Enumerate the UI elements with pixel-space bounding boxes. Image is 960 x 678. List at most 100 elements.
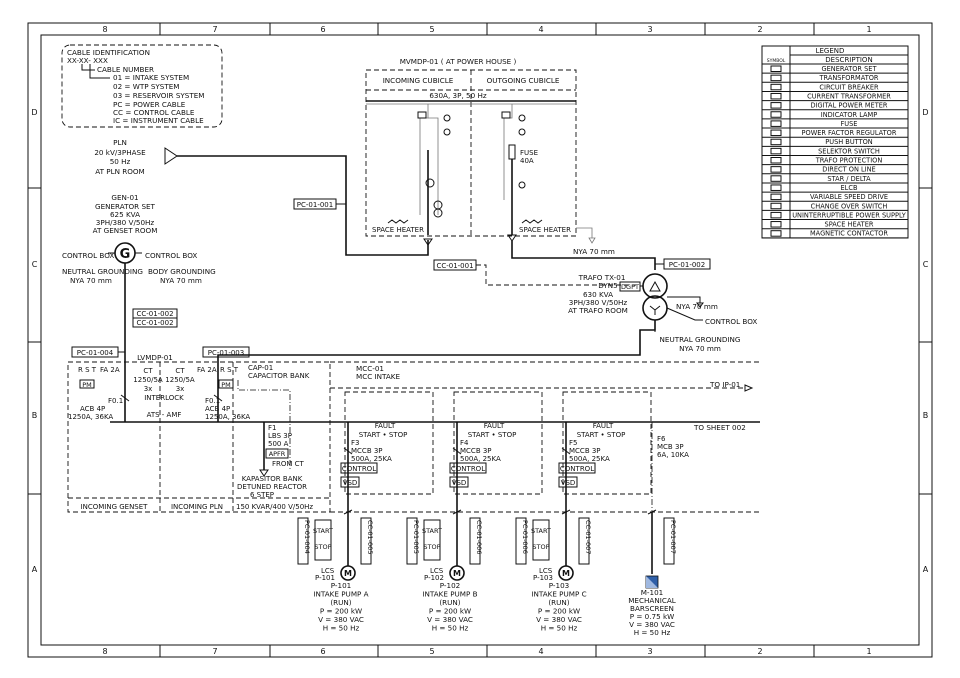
legend-title: LEGEND [816,47,845,55]
cable-id-title: CABLE IDENTIFICATION [67,48,150,57]
acb-1-type: ACB 4P [80,405,105,413]
mvmdp-panel: MVMDP-01 ( AT POWER HOUSE ) INCOMING CUB… [365,57,656,270]
gen-location: AT GENSET ROOM [93,226,158,235]
trafo-control-box: CONTROL BOX [705,317,757,326]
ups-icon [770,211,782,219]
mccb-id: F5 [569,439,577,447]
fault-lamp-label: FAULT [593,422,614,430]
legend-item-14: ELCB [841,184,858,192]
lcs-panel [532,519,550,561]
neutral-grounding: NEUTRAL GROUNDING [62,267,143,276]
grid-col-top-5: 5 [429,25,434,34]
pln-frequency: 50 Hz [110,157,131,166]
mcb-type: MCB 3P [657,443,684,451]
legend: LEGEND SYMBOL DESCRIPTION GENERATOR SETT… [761,45,909,239]
grid-col-bottom-5: 5 [429,647,434,656]
barscreen-feeder: F6 MCB 3P 6A, 10KA PC-01-007 M-101 MECHA… [628,422,689,637]
grid-col-top-3: 3 [647,25,652,34]
selector-icon [770,147,782,155]
cable-tag-control: CC-01-006 [475,520,483,554]
ct-icon [770,92,782,100]
contactor-icon [770,230,782,237]
lcs-start: START [422,527,442,535]
pump-info-5: H = 50 Hz [432,624,469,633]
ct-2-ratio: 1250/5A [165,376,195,384]
cable-tag-cc-01-002-a: CC-01-002 [136,310,173,318]
trafo-location: AT TRAFO ROOM [568,306,628,315]
lbs-type: LBS 3P [268,432,292,440]
cable-tag-pc-01-001: PC-01-001 [297,201,333,209]
lcs-stop: STOP [532,543,549,551]
grid-col-top-6: 6 [320,25,325,34]
lcs-id: P-101 [315,574,335,582]
generator-symbol: G [120,247,131,262]
mv-bus-rating: 630A, 3P, 50 Hz [429,91,487,100]
pump-info-5: H = 50 Hz [323,624,360,633]
cap-desc: CAPACITOR BANK [248,372,310,380]
cable-tag-pc-01-003: PC-01-003 [208,349,244,357]
grid-col-top-4: 4 [538,25,543,34]
pump-info-1: INTAKE PUMP C [531,590,586,599]
barscreen-frequency: H = 50 Hz [634,628,671,637]
power-meter-1: PM [82,381,92,389]
trafo-id: TRAFO TX-01 [578,273,626,282]
grid-row-left-A: A [32,565,38,574]
acb-1-icon [120,394,130,402]
meter-icon [770,102,782,109]
elcb-icon [770,184,782,191]
incoming-genset: INCOMING GENSET [81,503,149,511]
grid-row-right-B: B [923,411,929,420]
pln-voltage: 20 kV/3PHASE [94,148,146,157]
incoming-cubicle: INCOMING CUBICLE [383,76,454,85]
legend-item-11: TRAFO PROTECTION [815,157,883,165]
lbs-id: F1 [268,424,276,432]
legend-item-13: STAR / DELTA [827,175,871,183]
ct-2-qty: 3x [176,385,185,393]
capacitor-rating: 150 KVAR/400 V/50Hz [236,503,313,511]
pump-info-0: P-103 [549,581,570,590]
cable-code-4: PC = POWER CABLE [113,100,186,109]
legend-item-7: FUSE [841,120,858,128]
mv-fuse-rating: 40A [520,157,534,165]
legend-item-16: CHANGE OVER SWITCH [811,202,888,210]
mccb-id: F4 [460,439,469,447]
pln-title: PLN [113,138,127,147]
acb-2-id: F0.1 [205,397,220,405]
vsd-icon: VSD [561,479,576,487]
apfr: APFR [269,450,286,458]
lcs-panel [423,519,441,561]
grid-row-right-A: A [923,565,929,574]
legend-item-18: SPACE HEATER [825,221,874,229]
lcs-label: LCS [430,567,444,575]
kapasitor-bank: KAPASITOR BANK [242,475,303,483]
legend-col-symbol: SYMBOL [767,58,786,64]
drawing-frame [27,22,933,658]
motor-icon [558,565,574,581]
fuse-aux-2: FA 2A [197,366,217,374]
trafo-kva: 630 KVA [583,290,613,299]
to-ip-01: TO IP-01 [709,380,740,389]
mccb-type: MCCB 3P [460,447,492,455]
ats-amf: ATS - AMF [147,411,182,419]
cable-code-1: 01 = INTAKE SYSTEM [113,73,189,82]
mccb-type: MCCB 3P [351,447,383,455]
lvmdp-title: LVMDP-01 [137,353,173,362]
mccb-icon [343,447,353,455]
capacitor-steps: 6 STEP [250,491,274,499]
space-heater-2: SPACE HEATER [519,226,571,234]
lvmdp-panel: LVMDP-01 R S T FA 2A FA 2A R S T PM PM C… [67,353,760,513]
mcb-id: F6 [657,435,666,443]
ct-1-qty: 3x [144,385,153,393]
lcs-label: LCS [321,567,335,575]
start-stop-buttons: START • STOP [468,431,517,439]
cable-tag-control: CC-01-007 [584,520,592,554]
grid-row-right-C: C [923,260,929,269]
lcs-panel [314,519,332,561]
interlock-label: INTERLOCK [144,394,184,402]
pump-info-3: P = 200 kW [538,607,580,616]
trafo-protection-icon [770,157,782,164]
